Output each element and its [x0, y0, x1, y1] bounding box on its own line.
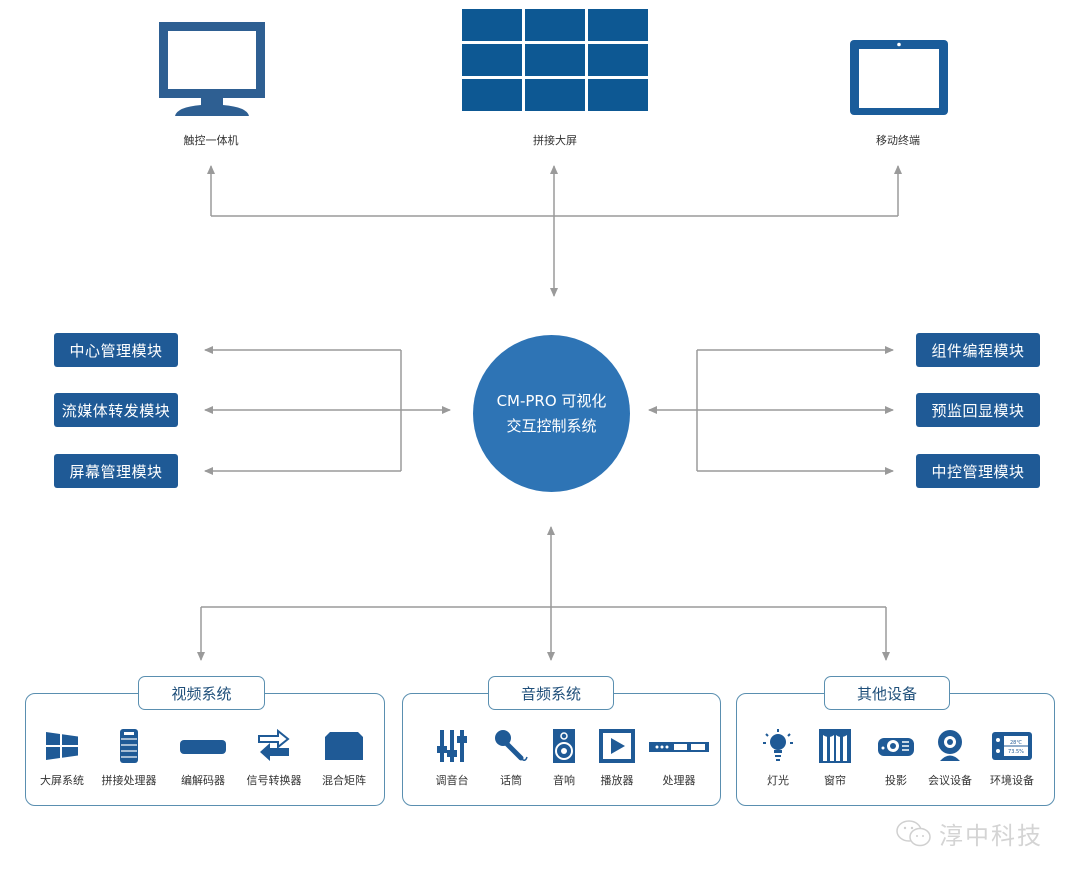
endpoint-label: 拼接大屏	[533, 134, 577, 147]
swap-arrows-icon	[258, 728, 290, 761]
device-codec: 编解码器	[167, 728, 239, 788]
endpoint-video-wall: 拼接大屏	[460, 8, 650, 150]
device-label: 拼接处理器	[101, 774, 157, 787]
hub-title-line1: CM-PRO 可视化	[496, 391, 607, 410]
device-splicing-processor: 拼接处理器	[93, 728, 165, 788]
device-label: 会议设备	[928, 774, 972, 787]
panel-title-audio: 音频系统	[488, 676, 614, 710]
device-lighting: 灯光	[742, 728, 814, 788]
speaker-icon	[553, 729, 575, 763]
hub-title-line2: 交互控制系统	[506, 416, 597, 435]
module-screen-management: 屏幕管理模块	[54, 454, 178, 488]
module-central-management: 中心管理模块	[54, 333, 178, 367]
projector-icon	[878, 738, 914, 756]
watermark-text: 淳中科技	[939, 822, 1043, 850]
module-streaming-forward: 流媒体转发模块	[54, 393, 178, 427]
matrix-box-icon	[325, 732, 363, 760]
tablet-icon	[850, 40, 948, 115]
device-conference: 会议设备	[914, 728, 986, 788]
device-video-wall-system: 大屏系统	[26, 728, 98, 788]
audio-processor-icon	[649, 742, 709, 752]
device-label: 混合矩阵	[322, 774, 366, 787]
module-central-control: 中控管理模块	[916, 454, 1040, 488]
device-label: 播放器	[600, 774, 634, 787]
module-component-programming: 组件编程模块	[916, 333, 1040, 367]
endpoint-label: 触控一体机	[183, 134, 239, 147]
humidity-readout: 73.5%	[1008, 749, 1024, 755]
monitor-icon	[159, 22, 265, 116]
device-label: 信号转换器	[246, 774, 302, 787]
device-mixer: 调音台	[416, 728, 488, 788]
device-signal-converter: 信号转换器	[238, 728, 310, 788]
device-curtain: 窗帘	[799, 728, 871, 788]
play-icon	[599, 729, 635, 763]
device-label: 大屏系统	[40, 774, 84, 787]
device-player: 播放器	[581, 728, 653, 788]
environment-sensor-icon: 28℃ 73.5%	[992, 732, 1032, 760]
device-label: 音响	[553, 774, 575, 787]
webcam-icon	[938, 730, 962, 761]
endpoint-label: 移动终端	[876, 134, 920, 147]
device-label: 话筒	[500, 774, 522, 787]
curtain-icon	[819, 729, 851, 763]
device-projector: 投影	[860, 728, 932, 788]
device-environment: 28℃ 73.5% 环境设备	[976, 728, 1048, 788]
panel-title-other: 其他设备	[824, 676, 950, 710]
endpoint-touch-panel: 触控一体机	[151, 20, 271, 150]
video-wall-icon	[462, 9, 648, 111]
endpoint-tablet: 移动终端	[838, 38, 958, 150]
light-bulb-icon	[763, 729, 793, 761]
temperature-readout: 28℃	[1010, 740, 1022, 746]
module-preview-echo: 预监回显模块	[916, 393, 1040, 427]
central-hub: CM-PRO 可视化 交互控制系统	[473, 335, 630, 492]
wechat-icon	[896, 819, 931, 846]
device-speaker: 音响	[528, 728, 600, 788]
device-label: 投影	[885, 774, 907, 787]
device-microphone: 话筒	[475, 728, 547, 788]
device-label: 环境设备	[990, 774, 1034, 787]
device-audio-processor: 处理器	[643, 728, 715, 788]
watermark: 淳中科技	[895, 816, 1043, 851]
windows-grid-icon	[46, 732, 78, 760]
device-label: 灯光	[767, 774, 789, 787]
panel-title-video: 视频系统	[138, 676, 265, 710]
device-label: 处理器	[662, 774, 696, 787]
device-label: 编解码器	[181, 774, 225, 787]
microphone-icon	[495, 730, 528, 761]
mixer-sliders-icon	[437, 730, 467, 762]
server-rack-icon	[120, 729, 138, 763]
device-label: 调音台	[435, 774, 469, 787]
device-label: 窗帘	[824, 774, 846, 787]
codec-box-icon	[180, 740, 226, 754]
device-hybrid-matrix: 混合矩阵	[308, 728, 380, 788]
